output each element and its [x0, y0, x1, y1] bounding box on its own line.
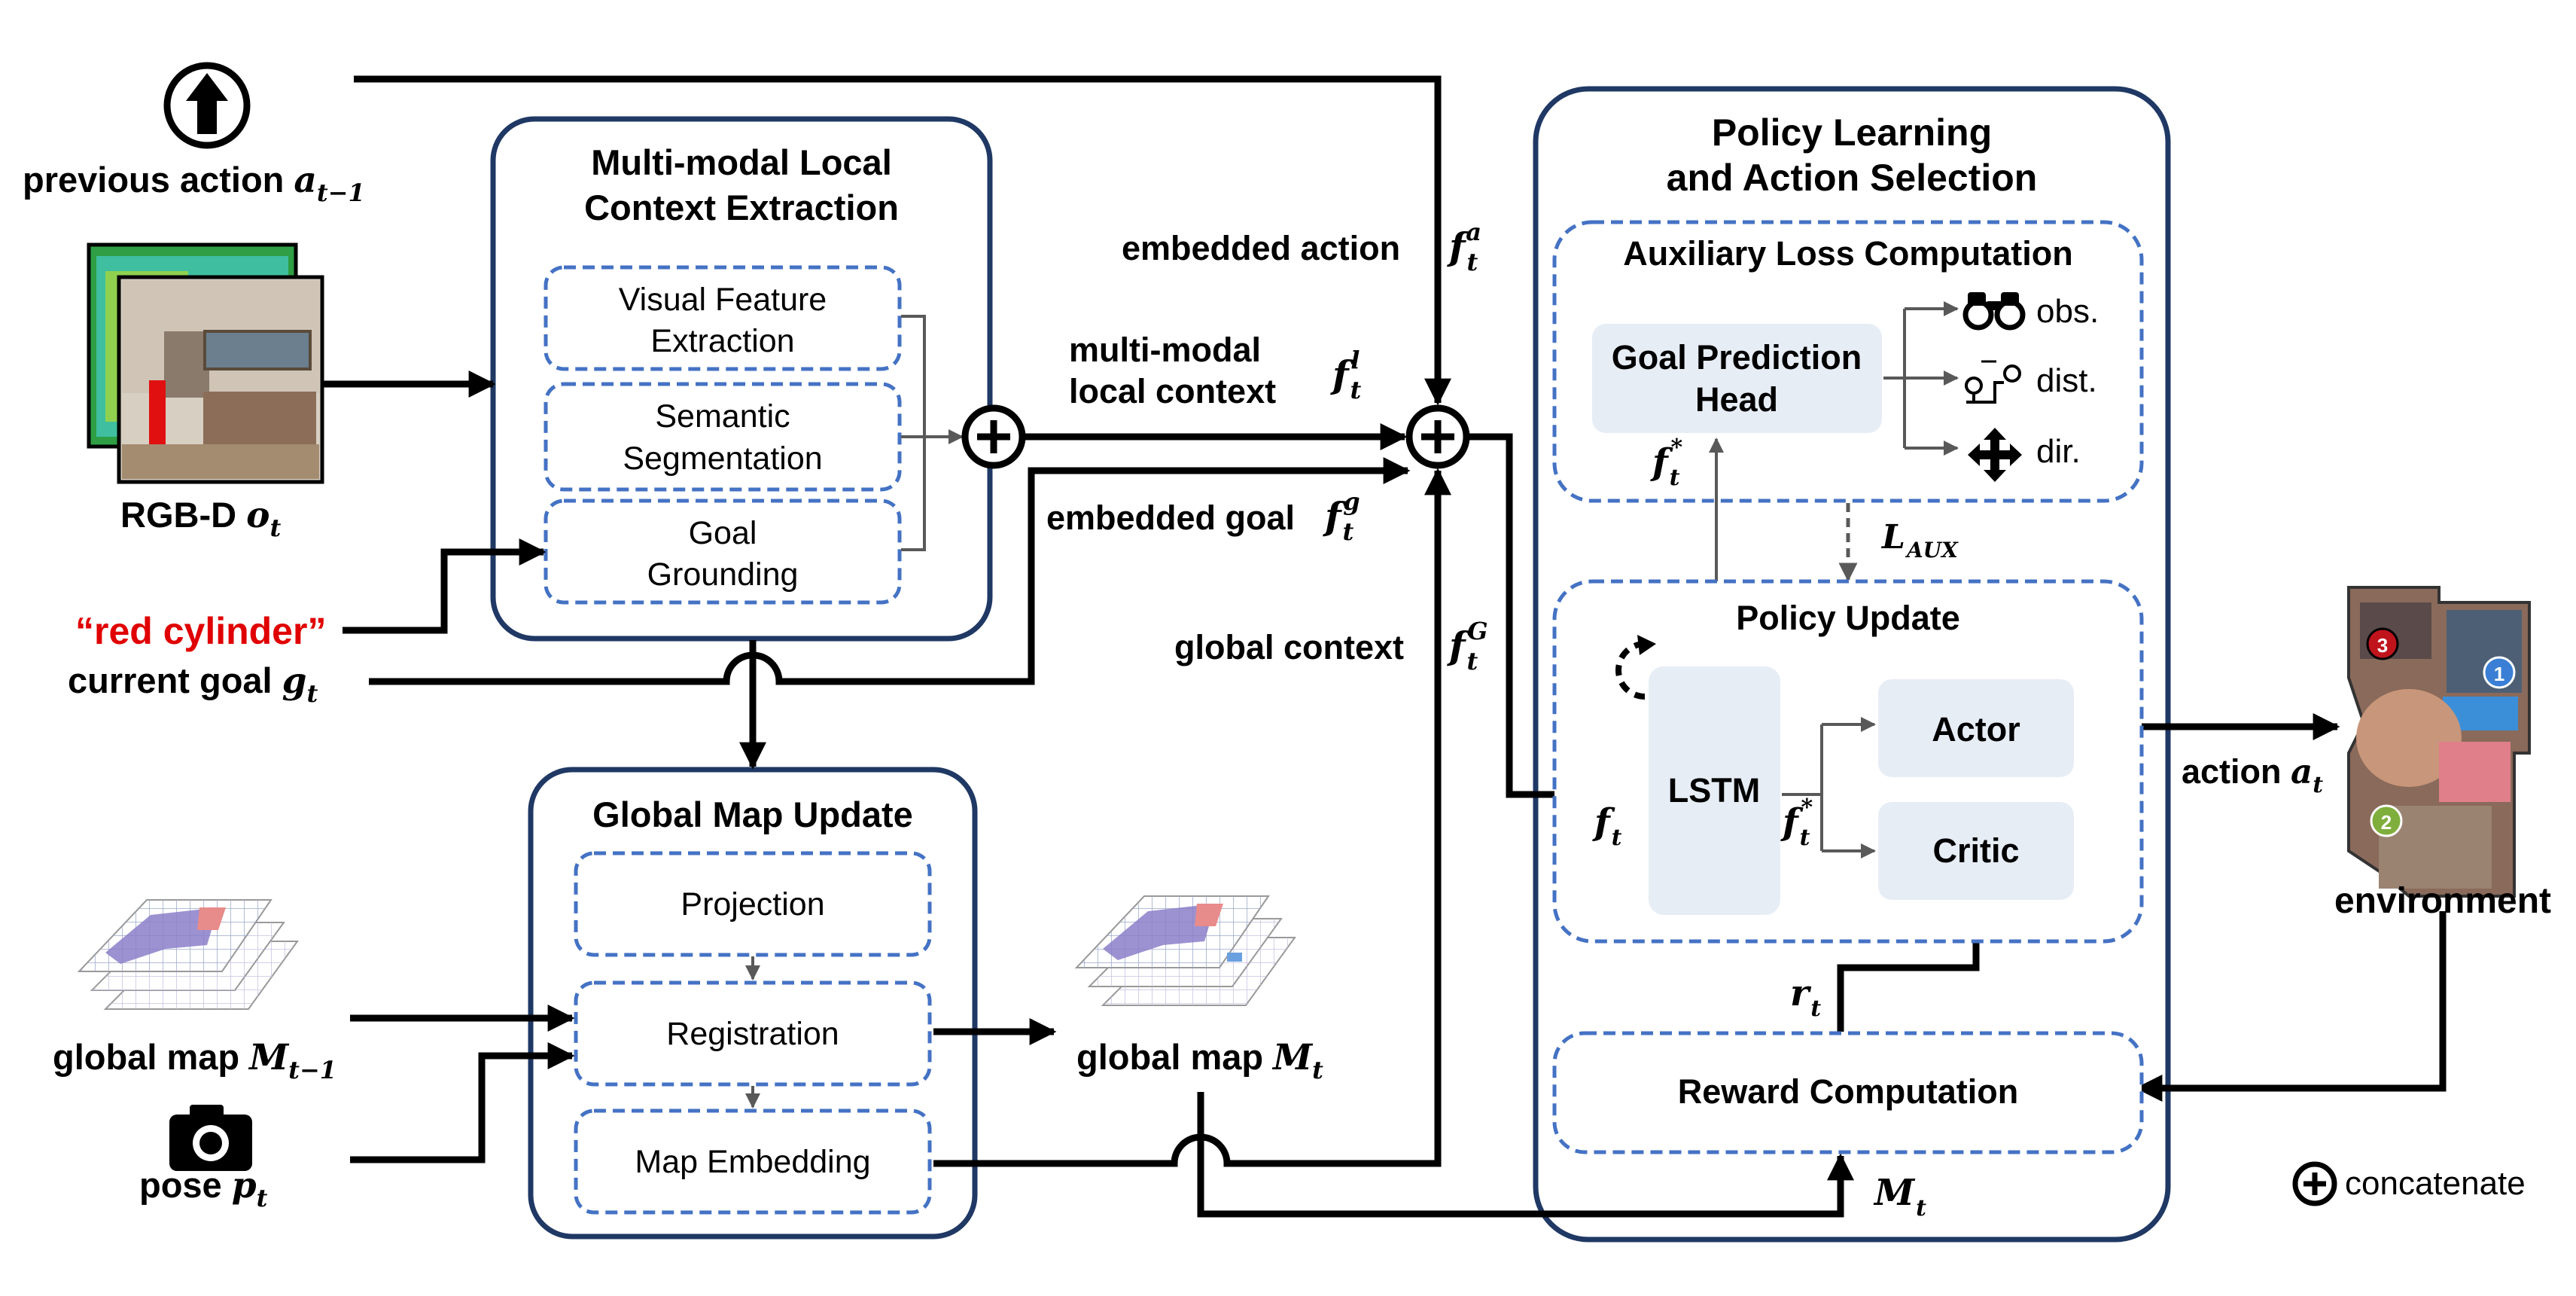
direction-icon [1968, 428, 2022, 482]
semantic-segmentation-label-2: Segmentation [623, 441, 822, 477]
map-embedding-label: Map Embedding [635, 1144, 870, 1180]
embedded-action-label: embedded action [1122, 229, 1400, 267]
semantic-segmentation-label-1: Semantic [655, 398, 790, 435]
prev-action-arrow [354, 75, 1451, 406]
concat-node-local [961, 404, 1026, 469]
policy-title-2: and Action Selection [1667, 157, 2038, 199]
lstm-branch-lines [1782, 724, 1823, 851]
goal-prediction-label-1: Goal Prediction [1612, 338, 1862, 377]
distance-icon [1965, 360, 2021, 404]
dist-label: dist. [2036, 362, 2097, 399]
env-to-reward-arrow [2135, 911, 2447, 1102]
pose-label: pose pt [139, 1165, 268, 1212]
goal-text: “red cylinder” [75, 610, 326, 652]
global-map-output-label: global map Mt [1076, 1037, 1323, 1084]
rgbd-label: RGB-D ot [120, 495, 281, 542]
current-goal-arrow [369, 457, 1411, 685]
concatenate-legend-icon [2292, 1161, 2337, 1206]
lstm-label: LSTM [1668, 771, 1760, 810]
semantic-segmentation-block [544, 382, 902, 492]
camera-icon [169, 1105, 252, 1171]
goal-prediction-head [1592, 324, 1882, 433]
projection-label: Projection [681, 886, 824, 922]
concat-node-main [1405, 404, 1470, 469]
goal-grounding-label-2: Grounding [647, 557, 799, 593]
env-marker-2: 2 [2381, 811, 2392, 834]
visual-feature-label-2: Extraction [650, 323, 794, 359]
projection-block [574, 851, 932, 957]
actor-label: Actor [1932, 710, 2020, 749]
up-arrow-icon [163, 62, 251, 149]
global-map-prev-label: global map Mt−1 [53, 1037, 336, 1084]
global-map-prev-image [77, 899, 299, 1010]
critic-block [1878, 802, 2074, 900]
reward-label: Reward Computation [1678, 1072, 2019, 1111]
action-label: action at [2182, 752, 2323, 798]
multimodal-label-1: multi-modal [1069, 331, 1261, 369]
concatenate-legend-label: concatenate [2345, 1165, 2526, 1202]
env-marker-3: 3 [2377, 634, 2388, 657]
lstm-block [1649, 666, 1780, 915]
policy-title-1: Policy Learning [1712, 111, 1992, 154]
local-module-title-1: Multi-modal Local [591, 142, 892, 182]
f-star-label: ft* [1780, 794, 1813, 851]
obs-label: obs. [2036, 293, 2099, 330]
multimodal-symbol: ftl [1330, 346, 1362, 404]
policy-update-title: Policy Update [1736, 599, 1960, 637]
registration-label: Registration [666, 1016, 839, 1052]
actor-block [1878, 679, 2074, 777]
registration-block [574, 980, 932, 1087]
embedded-action-symbol: fta [1447, 218, 1481, 276]
goal-text-arrow [343, 538, 547, 634]
previous-action-label: previous action at−1 [23, 160, 365, 207]
local-module-title-2: Context Extraction [584, 188, 899, 227]
goal-prediction-label-2: Head [1695, 380, 1778, 419]
recurrent-loop-icon [1615, 635, 1656, 700]
loss-aux-label: LAUX [1880, 518, 1959, 563]
pose-arrow [350, 1042, 575, 1163]
global-map-output-image [1074, 895, 1296, 1006]
global-context-label: global context [1174, 628, 1404, 666]
m-t-reward-label: Mt [1873, 1172, 1926, 1221]
global-context-symbol: ftG [1447, 617, 1488, 675]
rgbd-image [87, 242, 324, 484]
environment-label: environment [2334, 881, 2551, 921]
visual-feature-label-1: Visual Feature [619, 282, 827, 318]
current-goal-label: current goal gt [68, 660, 318, 708]
reward-box [1552, 1031, 2144, 1154]
env-marker-1: 1 [2494, 663, 2504, 685]
aux-loss-title: Auxiliary Loss Computation [1623, 234, 2073, 273]
critic-label: Critic [1932, 831, 2019, 870]
map-embedding-block [574, 1108, 932, 1215]
r-t-label: rt [1790, 972, 1821, 1022]
embedded-goal-symbol: ftg [1323, 487, 1360, 546]
multimodal-label-2: local context [1069, 372, 1276, 410]
dir-label: dir. [2036, 433, 2081, 470]
local-blocks-bracket [901, 315, 926, 551]
global-module-title: Global Map Update [592, 794, 913, 834]
map-to-reward-arrow [1197, 1092, 1854, 1218]
f-t-label: ft [1592, 801, 1622, 851]
goal-grounding-label-1: Goal [689, 515, 757, 551]
binoculars-icon [1962, 292, 2026, 331]
embedded-goal-label: embedded goal [1046, 499, 1295, 537]
environment-map-image [2347, 586, 2531, 898]
visual-feature-block [544, 265, 902, 371]
